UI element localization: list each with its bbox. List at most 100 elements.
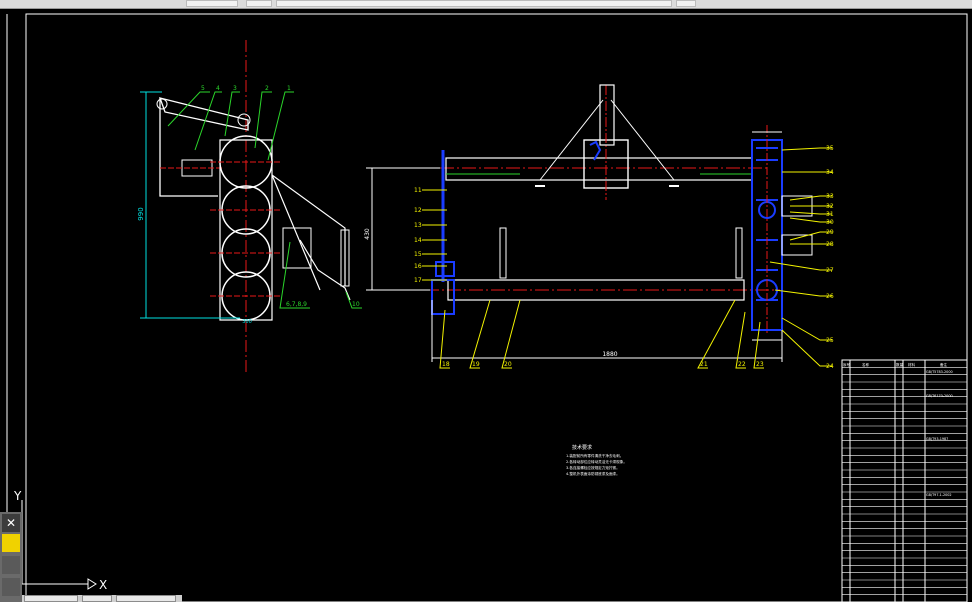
- ucs-icon: Y X: [13, 489, 107, 592]
- ucs-y-label: Y: [13, 489, 22, 503]
- lower-tine: [735, 227, 743, 279]
- close-icon[interactable]: ✕: [2, 514, 20, 532]
- front-view[interactable]: 430 1880 11 12 13 14 15 16 17: [364, 84, 834, 370]
- part-label: 24: [826, 363, 834, 370]
- title-block-header: 序号: [843, 362, 851, 367]
- leaders-right: [769, 147, 832, 367]
- title-block-code: GB/T5783-2000: [926, 370, 953, 374]
- tech-req-line: 2.各转动部位应转动灵活无卡滞现象。: [566, 459, 627, 464]
- tab-layout2[interactable]: [116, 595, 176, 602]
- tech-req-line: 1.装配前所有零件清洗干净去毛刺。: [566, 453, 623, 458]
- part-label: 3: [233, 85, 237, 92]
- part-label: 26: [826, 293, 834, 300]
- part-label: 18: [442, 361, 450, 368]
- title-block-rows: [842, 367, 967, 595]
- gear-flange: [589, 140, 602, 161]
- tab-model[interactable]: [24, 595, 78, 602]
- title-block-code: GB/T97.1-2002: [926, 493, 952, 497]
- part-label: 27: [826, 267, 834, 274]
- part-label: 10: [352, 301, 360, 308]
- title-block-code: GB/T93-1987: [926, 437, 948, 441]
- pivot-pin: [237, 113, 251, 127]
- tool-palette: ✕: [0, 512, 22, 602]
- part-label: 4: [216, 85, 220, 92]
- bracket-plate: [282, 227, 312, 269]
- toolbar-input[interactable]: [246, 0, 272, 7]
- part-label: 21: [700, 361, 708, 368]
- part-label: 32: [826, 203, 834, 210]
- lower-shaft: [447, 279, 745, 301]
- title-block-header: 材料: [908, 362, 916, 367]
- title-block-code: GB/T6170-2000: [926, 394, 953, 398]
- title-block-frame: [841, 359, 968, 602]
- part-label: 5: [201, 85, 205, 92]
- gearbox: [583, 139, 629, 189]
- part-label: 15: [414, 251, 422, 258]
- pivot-pin: [156, 98, 168, 110]
- dim-side-height: 990: [137, 207, 145, 220]
- part-label: 17: [414, 277, 422, 284]
- right-bracket: [781, 234, 813, 256]
- tech-req-line: 4.整机外表面涂防锈底漆及面漆。: [566, 471, 620, 476]
- part-label: 2: [265, 85, 269, 92]
- leader: [194, 91, 222, 151]
- hitch-brace: [610, 99, 675, 181]
- hitch-arm: [158, 97, 249, 131]
- toolbar-dropdown[interactable]: [186, 0, 238, 7]
- lever: [299, 239, 351, 301]
- part-label: 23: [756, 361, 764, 368]
- leader: [254, 91, 272, 149]
- dim-front-height: 430: [364, 228, 371, 240]
- part-label: 19: [472, 361, 480, 368]
- layers-icon[interactable]: [2, 556, 20, 574]
- part-label: 20: [504, 361, 512, 368]
- part-label: 29: [826, 229, 834, 236]
- left-sprocket: [431, 279, 455, 315]
- leader: [224, 91, 240, 137]
- leader: [345, 291, 362, 309]
- lower-tine: [499, 227, 507, 279]
- title-block-header: 名称: [862, 362, 870, 367]
- palette-icon[interactable]: [2, 578, 20, 596]
- dim-front-width: 1880: [602, 351, 617, 358]
- part-label: 14: [414, 237, 422, 244]
- part-label: 16: [414, 263, 422, 270]
- ucs-x-label: X: [99, 578, 107, 592]
- leader: [267, 91, 294, 161]
- drum-housing: [219, 139, 273, 321]
- layout-tabs: [22, 595, 182, 602]
- side-view[interactable]: 990 300 5 4 3 2 1 6,7,8,9 10: [137, 40, 362, 372]
- part-label: 30: [826, 219, 834, 226]
- part-label: 6,7,8,9: [286, 301, 307, 308]
- title-block-header: 数量: [896, 362, 904, 367]
- part-label: 13: [414, 222, 422, 229]
- toolbar-button[interactable]: [676, 0, 696, 7]
- leader: [167, 91, 210, 127]
- part-label: 11: [414, 187, 422, 194]
- support-bracket: [271, 174, 346, 291]
- part-label: 34: [826, 169, 834, 176]
- part-label: 31: [826, 211, 834, 218]
- part-label: 28: [826, 241, 834, 248]
- lever-post: [340, 229, 350, 287]
- properties-icon[interactable]: [2, 534, 20, 552]
- drawing-frame: [25, 13, 968, 602]
- model-space-viewport[interactable]: 990 300 5 4 3 2 1 6,7,8,9 10: [0, 9, 972, 602]
- tech-req-line: 3.各连接螺栓应按规定力矩拧紧。: [566, 465, 620, 470]
- cad-drawing[interactable]: 990 300 5 4 3 2 1 6,7,8,9 10: [0, 9, 972, 602]
- upper-shaft: [445, 157, 753, 181]
- title-block[interactable]: 序号 名称 数量 材料 备注 GB/T5783-2000 GB/T6170-20…: [841, 359, 968, 602]
- left-bearing: [435, 261, 455, 277]
- part-label: 1: [287, 85, 291, 92]
- hitch-brace: [539, 99, 604, 181]
- part-label: 33: [826, 193, 834, 200]
- title-block-header: 备注: [940, 362, 948, 367]
- dim-side-bottom: 300: [242, 319, 252, 325]
- leaders-bottom: [439, 299, 764, 369]
- part-label: 12: [414, 207, 422, 214]
- part-label: 35: [826, 145, 834, 152]
- tab-layout1[interactable]: [82, 595, 112, 602]
- part-label: 22: [738, 361, 746, 368]
- tech-req-title: 技术要求: [572, 444, 592, 451]
- command-field[interactable]: [276, 0, 672, 7]
